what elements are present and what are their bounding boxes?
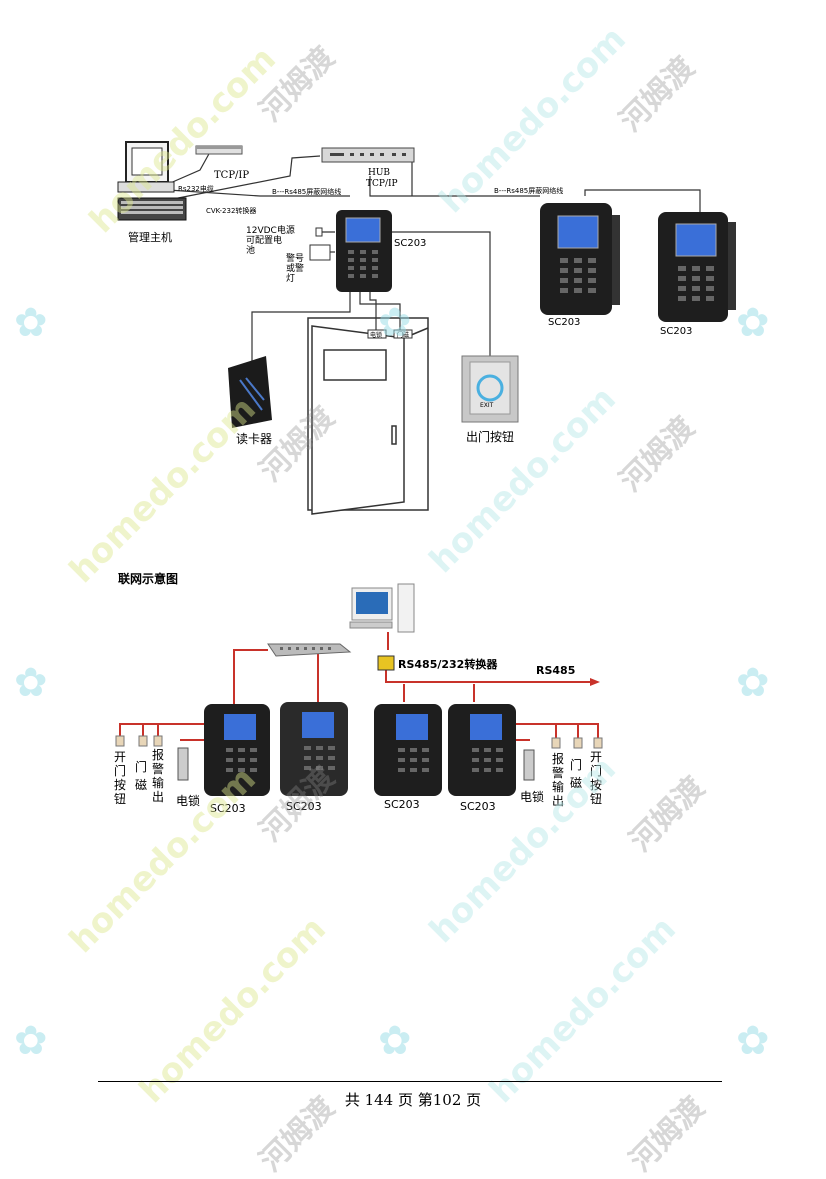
network-sc203-1 [204, 704, 270, 796]
alarm-label-line1: 警号 [286, 254, 305, 264]
sc203-right2-label: SC203 [660, 326, 693, 337]
door [307, 317, 429, 515]
network-sc203-3 [374, 704, 442, 796]
hub-label: HUB [368, 168, 391, 178]
host-label: 管理主机 [128, 231, 172, 244]
reader-label: 读卡器 [236, 432, 273, 446]
section-title: 联网示意图 [118, 572, 179, 586]
power-label: 12VDC电源 可配置电 池 [246, 226, 295, 256]
tcp-ip-hub-label: TCP/IP [366, 179, 398, 189]
footer-divider [98, 1081, 722, 1082]
network-switch [267, 643, 352, 657]
sc203-center-label: SC203 [394, 238, 427, 249]
sc203-right1-label: SC203 [548, 317, 581, 328]
alarm-label-line2: 或警 [286, 264, 305, 274]
power-label-line3: 池 [246, 246, 256, 256]
rs232-label: Rs232电缆 [178, 185, 214, 193]
network-sc203-2 [280, 702, 348, 796]
sc203-label-4: SC203 [460, 800, 496, 813]
rs485-label-2: RS485 [536, 664, 576, 677]
host-computer [117, 141, 187, 221]
exit-button-label: 出门按钮 [466, 430, 515, 444]
rs485-left-label: B---Rs485屏蔽网络线 [272, 188, 342, 196]
exit-button-device [461, 355, 519, 423]
alarm-label-line3: 灯 [286, 274, 296, 284]
sc203-label-2: SC203 [286, 800, 322, 813]
exit-button-face-label: EXIT [480, 402, 494, 409]
left-exit-button-label: 开门按钮 [114, 750, 127, 806]
sc203-right-device-2 [658, 212, 736, 322]
left-door-sensor-label: 门磁 [135, 760, 148, 792]
door-sensor-label: 门磁 [397, 332, 410, 339]
left-lock-label: 电锁 [176, 794, 201, 808]
network-diagram [115, 583, 603, 796]
page-footer: 共 144 页 第102 页 [344, 1091, 482, 1109]
sc203-right-device-1 [540, 203, 620, 315]
flower-watermark-icon: ✿ [378, 1018, 412, 1064]
power-label-line2: 可配置电 [246, 236, 283, 246]
lock-label: 电锁 [370, 332, 383, 339]
sc203-center-device [336, 210, 392, 292]
right-door-sensor-label: 门磁 [570, 758, 583, 790]
left-alarm-output-label: 报警输出 [152, 748, 165, 804]
flower-watermark-icon: ✿ [736, 1018, 770, 1064]
sc203-label-3: SC203 [384, 798, 420, 811]
right-exit-button-label: 开门按钮 [590, 750, 603, 806]
converter-label-2: RS485/232转换器 [398, 658, 498, 671]
card-reader [228, 356, 272, 428]
alarm-label: 警号 或警 灯 [286, 254, 304, 284]
power-label-line1: 12VDC电源 [246, 226, 295, 236]
network-computer [349, 583, 415, 633]
network-sc203-4 [448, 704, 516, 796]
rs485-right-label: B---Rs485屏蔽网络线 [494, 187, 564, 195]
sc203-label-1: SC203 [210, 802, 246, 815]
converter-label: CVK-232转换器 [206, 207, 257, 215]
tcp-ip-top-label: TCP/IP [214, 170, 250, 181]
flower-watermark-icon: ✿ [14, 1018, 48, 1064]
right-lock-label: 电锁 [520, 790, 545, 804]
right-alarm-output-label: 报警输出 [552, 752, 565, 808]
wiring-diagram [117, 141, 736, 515]
